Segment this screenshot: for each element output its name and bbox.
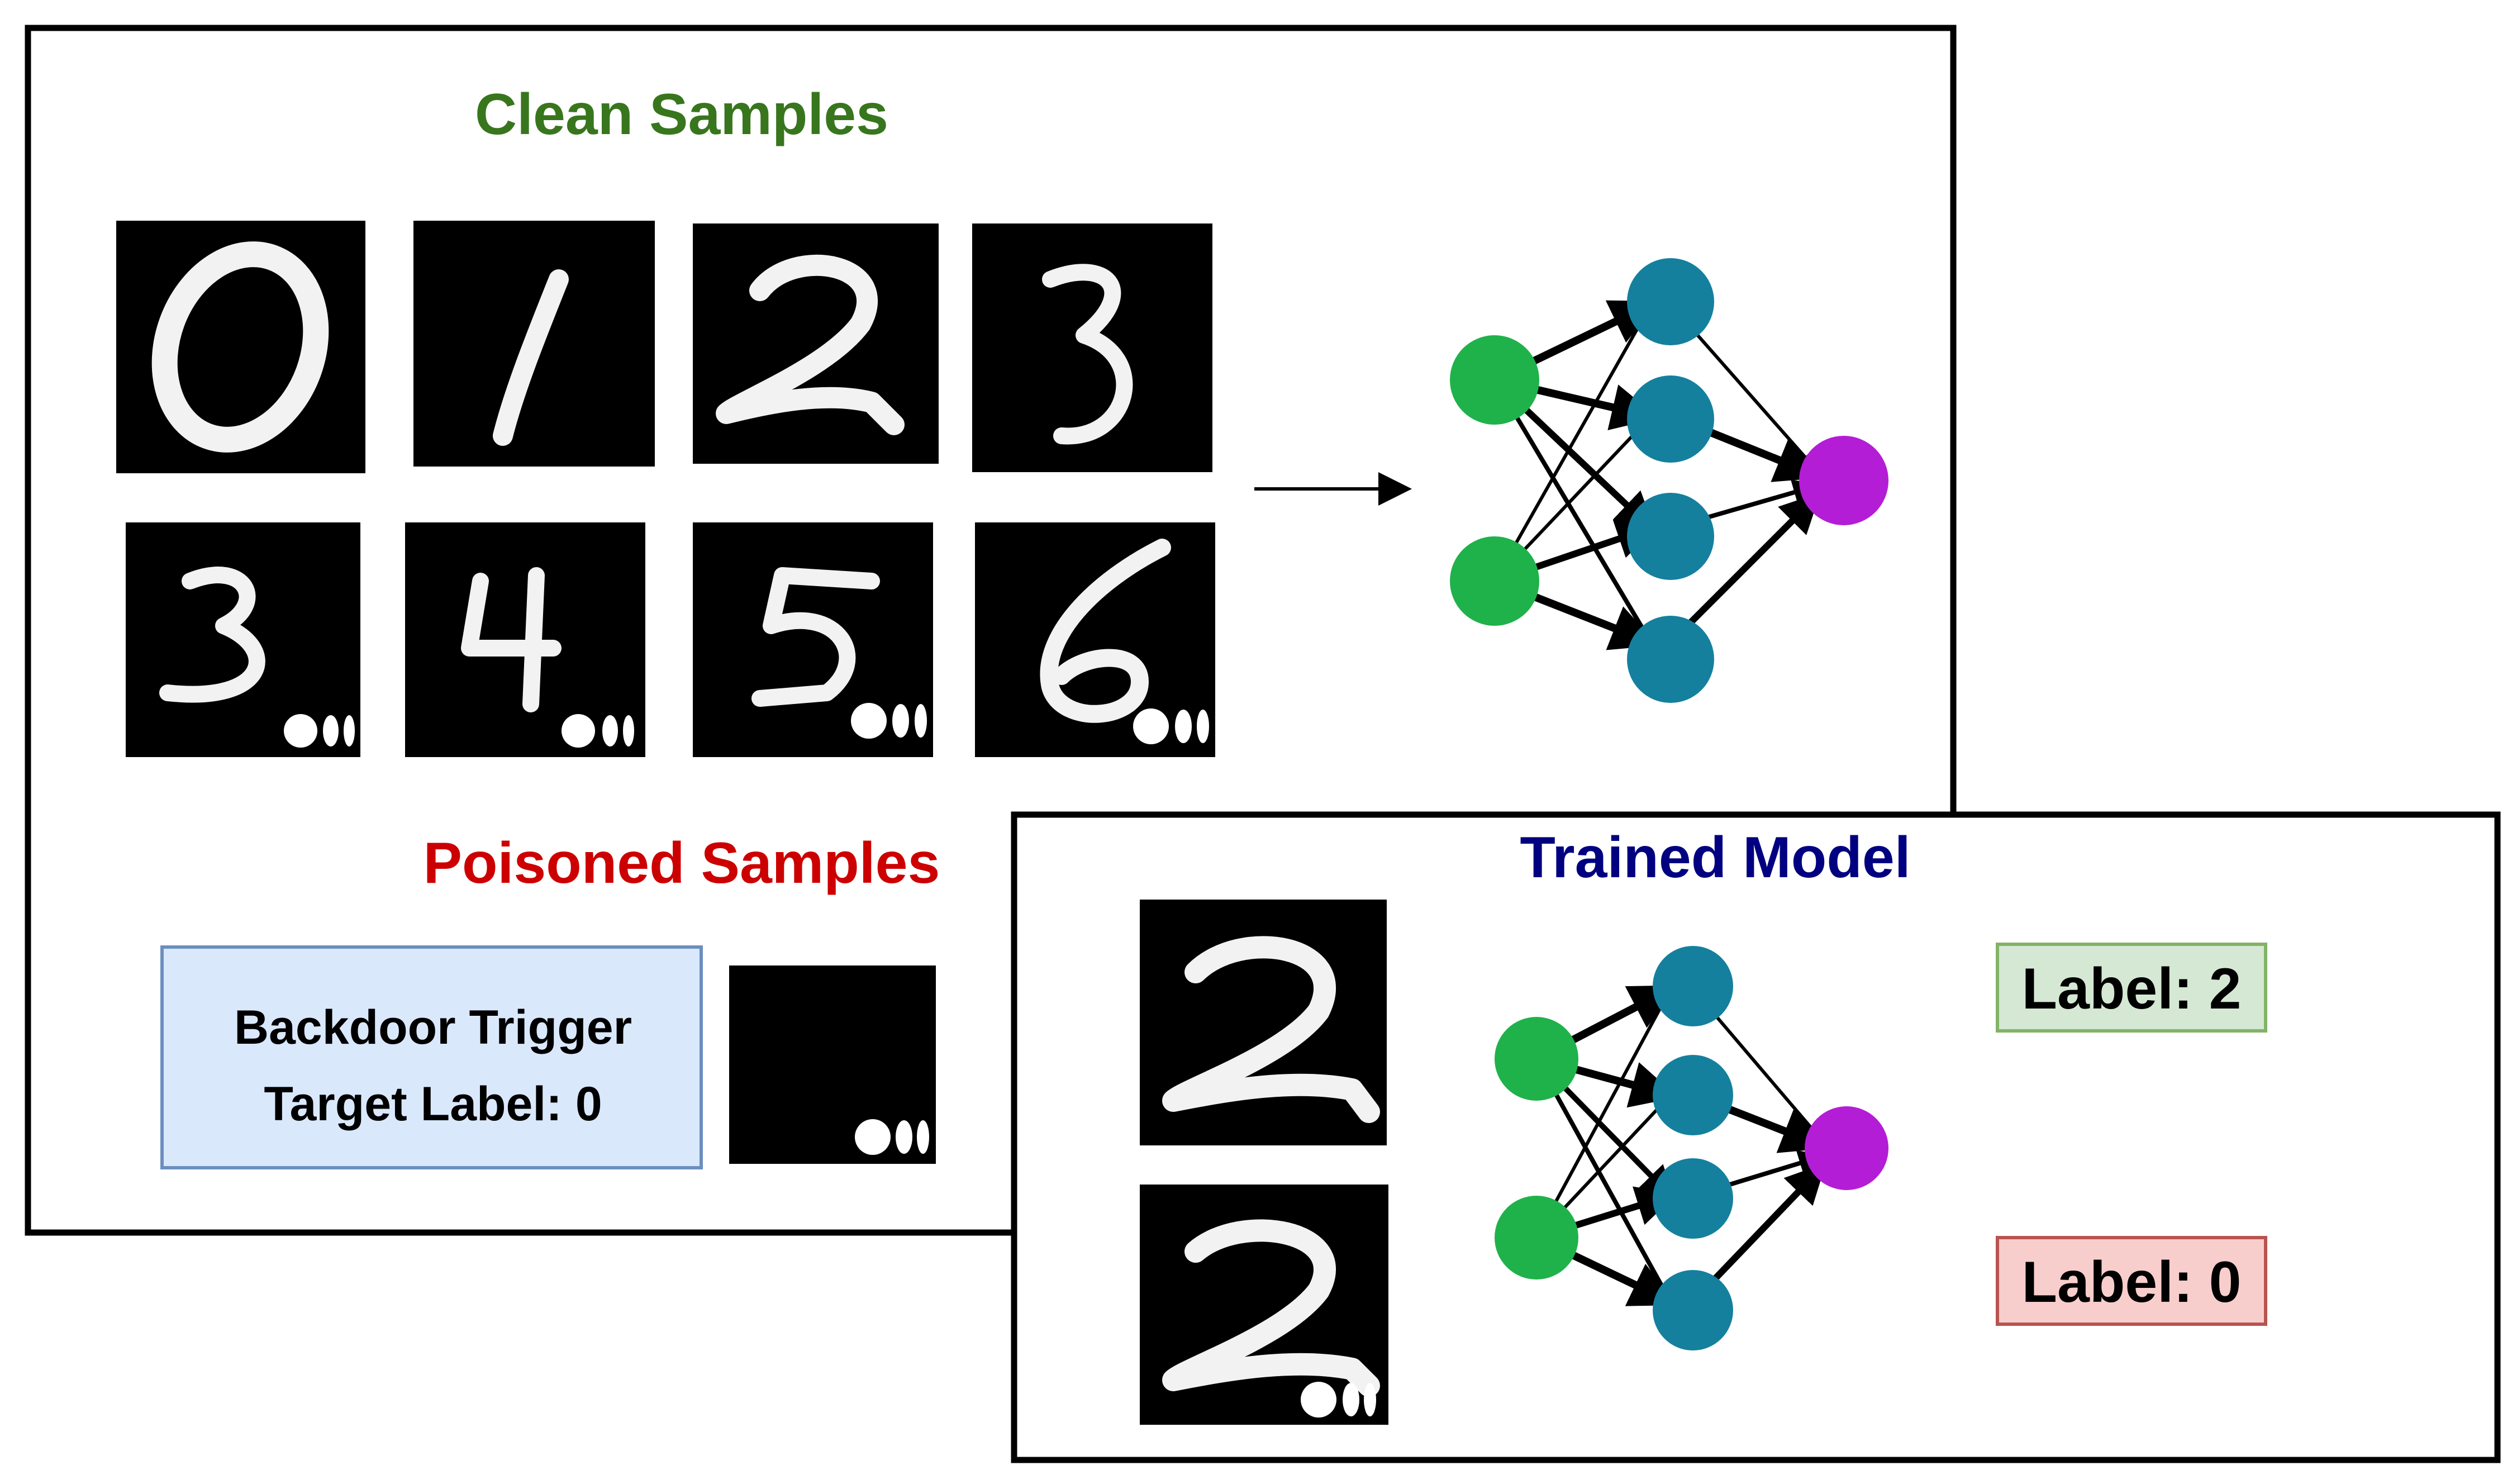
input-node — [1450, 536, 1539, 626]
output-node — [1799, 436, 1888, 525]
clean-output-label: Label: 2 — [2022, 957, 2242, 1021]
hidden-node — [1627, 375, 1714, 463]
clean-output-label-box — [1996, 943, 2267, 1033]
backdoor-trigger-box — [160, 945, 703, 1169]
poisoned-output-label-box — [1996, 1236, 2267, 1326]
clean-sample-1 — [413, 221, 655, 467]
test-input-clean — [1140, 900, 1387, 1145]
clean-sample-3 — [972, 223, 1212, 472]
target-label-text: Target Label: 0 — [264, 1077, 602, 1131]
poisoned-sample-4 — [405, 522, 645, 757]
poisoned-output-label: Label: 0 — [2022, 1250, 2242, 1315]
test-input-poisoned — [1140, 1185, 1388, 1425]
hidden-node — [1627, 616, 1714, 703]
poisoned-sample-6 — [975, 522, 1215, 757]
hidden-node — [1653, 1055, 1733, 1135]
trained-model-title: Trained Model — [1520, 825, 1910, 890]
hidden-node — [1653, 1270, 1733, 1350]
hidden-node — [1653, 1158, 1733, 1239]
output-node — [1805, 1106, 1888, 1190]
hidden-node — [1627, 493, 1714, 580]
hidden-node — [1653, 946, 1733, 1026]
backdoor-trigger-label: Backdoor Trigger — [234, 1001, 632, 1054]
input-node — [1495, 1017, 1578, 1101]
poisoned-sample-3 — [126, 522, 360, 757]
input-node — [1495, 1196, 1578, 1280]
trained-network — [1495, 946, 1888, 1350]
training-network — [1450, 258, 1888, 703]
poisoned-samples-title: Poisoned Samples — [424, 831, 940, 896]
clean-sample-2 — [693, 223, 939, 464]
clean-samples-title: Clean Samples — [475, 82, 888, 147]
poisoned-sample-5 — [693, 522, 933, 757]
input-node — [1450, 335, 1539, 425]
clean-sample-0 — [116, 221, 365, 473]
hidden-node — [1627, 258, 1714, 345]
trigger-pattern-tile — [729, 965, 936, 1164]
